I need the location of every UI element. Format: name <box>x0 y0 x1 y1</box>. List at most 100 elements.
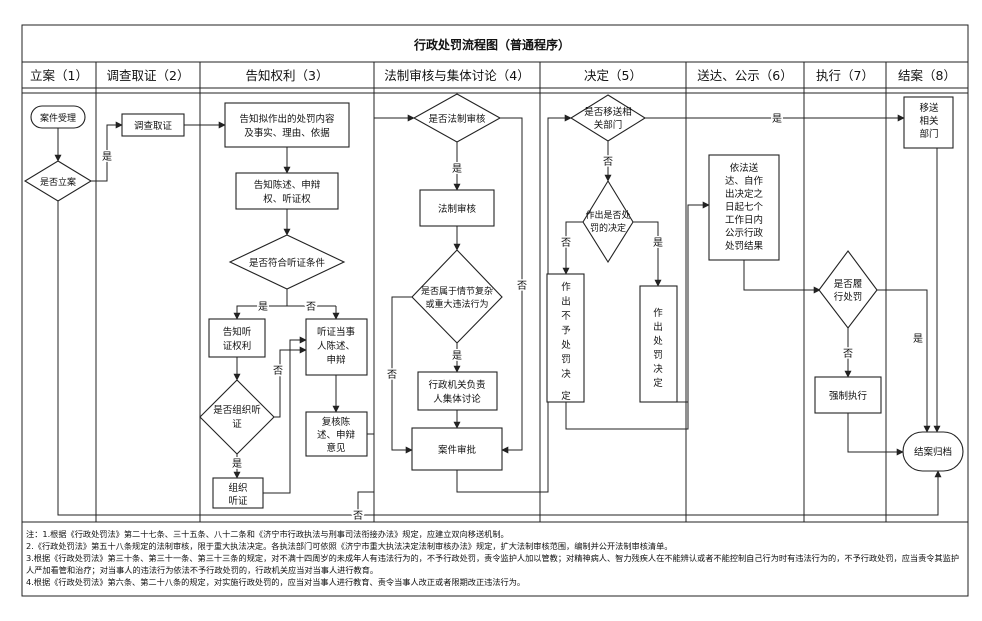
node-investigate <box>121 113 185 137</box>
column-header-delivery: 送达、公示（6） <box>697 68 792 83</box>
node-punish-q-label-1: 作出是否处 <box>585 209 630 221</box>
node-serve-label-1: 依法送 <box>730 162 759 174</box>
node-hear-statement-label-2: 人陈述、 <box>317 340 355 352</box>
node-collective-discussion-label-1: 行政机关负责 <box>428 379 485 391</box>
edge-label-yes: 是 <box>452 350 462 362</box>
node-punish-q-label-2: 罚的决定 <box>590 222 626 234</box>
node-punish-label-5: 决 <box>653 363 663 375</box>
edge-label-no: 否 <box>306 301 316 313</box>
edge-label-yes: 是 <box>258 301 268 313</box>
node-no-punish-label-2: 出 <box>561 296 571 308</box>
node-investigate-label: 调查取证 <box>134 120 173 132</box>
edge-label-yes: 是 <box>772 113 782 125</box>
node-file-case-decision <box>23 160 93 202</box>
node-review-statement <box>305 411 368 457</box>
node-serve-label-3: 出决定之 <box>725 188 764 200</box>
edge-label-yes: 是 <box>913 333 923 345</box>
node-close-archive-label: 结案归档 <box>914 446 952 458</box>
node-no-punish-label-8: 定 <box>561 390 571 402</box>
node-inform-hearing-label-2: 证权利 <box>223 340 252 352</box>
node-case-approval <box>411 427 503 471</box>
footnote-4: 4.根据《行政处罚法》第六条、第二十八条的规定，对实施行政处罚的，应当对当事人进… <box>26 577 526 587</box>
node-hearing-condition-decision <box>228 234 346 290</box>
node-serious-case-label-2: 或重大违法行为 <box>425 298 488 310</box>
node-no-punish-label-7: 决 <box>561 368 571 380</box>
node-labels: 案件受理 是否立案 调查取证 告知拟作出的处罚内容 及事实、理由、依据 告知陈述… <box>40 102 952 507</box>
column-header-investigation: 调查取证（2） <box>107 68 190 83</box>
node-case-approval-label: 案件审批 <box>438 444 477 456</box>
edge-label-no: 否 <box>273 365 283 377</box>
node-comply-decision <box>818 250 878 329</box>
node-shapes <box>23 93 964 509</box>
node-no-punish-label-5: 处 <box>561 339 571 351</box>
edge-label-yes: 是 <box>452 163 462 175</box>
node-case-accept <box>30 105 86 129</box>
node-no-punish-label-3: 不 <box>561 311 571 322</box>
node-review-statement-label-3: 意见 <box>326 442 345 454</box>
edge-label-no: 否 <box>353 510 363 522</box>
node-organize-hearing-q-label-1: 是否组织听 <box>213 404 261 416</box>
edge-label-no: 否 <box>561 237 571 249</box>
node-serious-case-decision <box>411 249 503 344</box>
node-file-case-label: 是否立案 <box>40 176 76 188</box>
node-punish-decision <box>582 179 634 264</box>
node-serve-publicize <box>708 154 780 261</box>
node-no-punish-label-1: 作 <box>561 281 571 293</box>
node-inform-intended <box>224 102 350 148</box>
node-organize-hearing-decision <box>199 379 275 455</box>
node-comply-label-1: 是否履 <box>834 279 863 290</box>
connectors <box>54 114 942 516</box>
node-collective-discussion <box>417 371 498 411</box>
node-review-statement-label-2: 述、申辩 <box>317 429 356 441</box>
node-inform-rights-label-1: 告知陈述、申辩 <box>254 179 321 191</box>
node-collective-discussion-label-2: 人集体讨论 <box>433 393 481 405</box>
node-enforce <box>814 376 882 414</box>
column-header-decision: 决定（5） <box>584 68 642 83</box>
node-hearing-condition-label: 是否符合听证条件 <box>249 257 326 269</box>
node-hear-statement-label-3: 申辩 <box>326 354 346 366</box>
footnote-2: 2.《行政处罚法》第五十八条规定的法制审核，限于重大执法决定。各执法部门可依照《… <box>26 541 673 551</box>
node-comply-label-2: 行处罚 <box>834 291 863 303</box>
node-punish-label-4: 罚 <box>653 350 663 361</box>
node-hear-statement-label-1: 听证当事 <box>317 326 356 338</box>
node-punish-label-2: 出 <box>653 321 663 333</box>
node-transfer-q-label-2: 关部门 <box>594 119 623 131</box>
node-legal-review-decision <box>412 93 502 143</box>
node-legal-review-label: 法制审核 <box>438 203 477 215</box>
node-review-statement-label-1: 复核陈 <box>322 416 351 428</box>
table-grid <box>21 24 969 597</box>
column-headers: 立案（1） 调查取证（2） 告知权利（3） 法制审核与集体讨论（4） 决定（5）… <box>30 68 956 83</box>
edge-label-no: 否 <box>387 369 397 381</box>
edge-label-no: 否 <box>517 280 527 292</box>
node-punish-label-3: 处 <box>653 335 663 347</box>
node-organize-hearing-q-label-2: 证 <box>232 419 242 430</box>
column-header-filing: 立案（1） <box>30 68 88 83</box>
footnotes: 注：1.根据《行政处罚法》第二十七条、三十五条、八十二条和《济宁市行政执法与刑事… <box>26 528 966 588</box>
footnote-1: 注：1.根据《行政处罚法》第二十七条、三十五条、八十二条和《济宁市行政执法与刑事… <box>26 529 509 539</box>
node-close-archive <box>902 431 964 472</box>
node-serve-label-5: 工作日内 <box>725 214 763 226</box>
node-inform-hearing <box>208 318 266 358</box>
node-serve-label-7: 处罚结果 <box>725 240 764 252</box>
node-punish-label-6: 定 <box>653 377 663 389</box>
edge-label-yes: 是 <box>653 237 663 249</box>
node-case-accept-label: 案件受理 <box>40 112 76 124</box>
node-no-punish-label-6: 罚 <box>561 355 571 366</box>
column-header-closure: 结案（8） <box>898 68 956 83</box>
node-inform-intended-label-1: 告知拟作出的处罚内容 <box>239 113 335 125</box>
node-punish <box>639 285 678 403</box>
node-organize-hearing-label-2: 听证 <box>228 496 248 507</box>
node-transfer-dept-label-1: 移送 <box>919 102 939 114</box>
node-inform-rights <box>235 172 339 210</box>
page-title: 行政处罚流程图（普通程序） <box>413 37 570 52</box>
node-punish-label-1: 作 <box>653 307 663 319</box>
node-inform-hearing-label-1: 告知听 <box>223 326 252 338</box>
edge-label-no: 否 <box>603 156 613 168</box>
node-no-punish-label-4: 予 <box>561 326 571 337</box>
node-transfer-q-label-1: 是否移送相 <box>584 106 632 118</box>
edge-label-yes: 是 <box>232 458 242 470</box>
edge-label-yes: 是 <box>102 151 112 163</box>
node-serve-label-6: 公示行政 <box>725 227 764 239</box>
column-header-legal-review: 法制审核与集体讨论（4） <box>384 68 529 83</box>
